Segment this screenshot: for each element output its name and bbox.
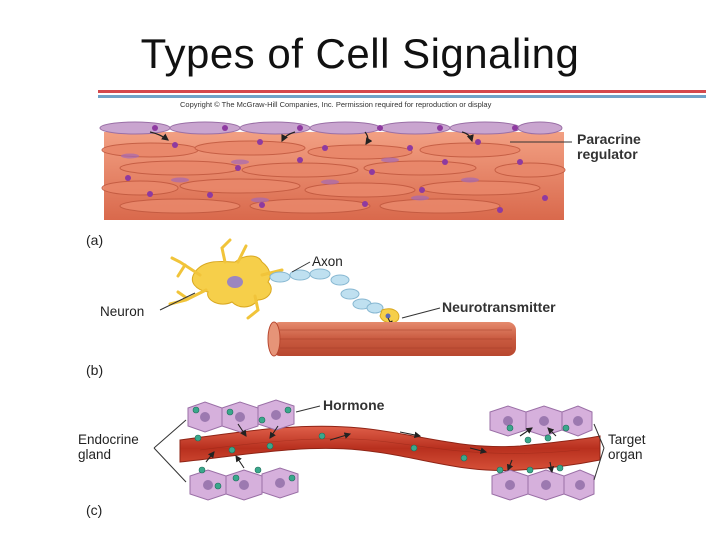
neuron-nucleus bbox=[227, 276, 243, 288]
target-organ-label: Target organ bbox=[608, 432, 646, 462]
panel-b-letter: (b) bbox=[86, 362, 104, 378]
hormone-molecules bbox=[192, 406, 570, 490]
panel-a-letter: (a) bbox=[86, 232, 104, 248]
endocrine-signaling bbox=[153, 399, 605, 501]
lining-cells bbox=[99, 121, 563, 135]
copyright-notice: Copyright © The McGraw-Hill Companies, I… bbox=[180, 100, 492, 109]
axon-myelin bbox=[269, 268, 384, 314]
neuron-label: Neuron bbox=[100, 304, 145, 319]
endocrine-gland-label: Endocrine gland bbox=[78, 432, 139, 462]
title-rule-red bbox=[98, 90, 706, 93]
paracrine-regulator-label: Paracrine regulator bbox=[577, 131, 641, 162]
axon-label: Axon bbox=[312, 254, 343, 269]
neuron-signaling bbox=[159, 238, 516, 357]
muscle-fiber bbox=[267, 321, 516, 357]
neurotransmitter-label: Neurotransmitter bbox=[442, 299, 556, 315]
paracrine-tissue bbox=[99, 121, 572, 220]
title-rule-blue bbox=[98, 95, 706, 98]
paracrine-molecules bbox=[125, 125, 548, 213]
panel-c-letter: (c) bbox=[86, 502, 103, 518]
hormone-label: Hormone bbox=[323, 397, 385, 413]
slide-title: Types of Cell Signaling bbox=[140, 30, 580, 77]
